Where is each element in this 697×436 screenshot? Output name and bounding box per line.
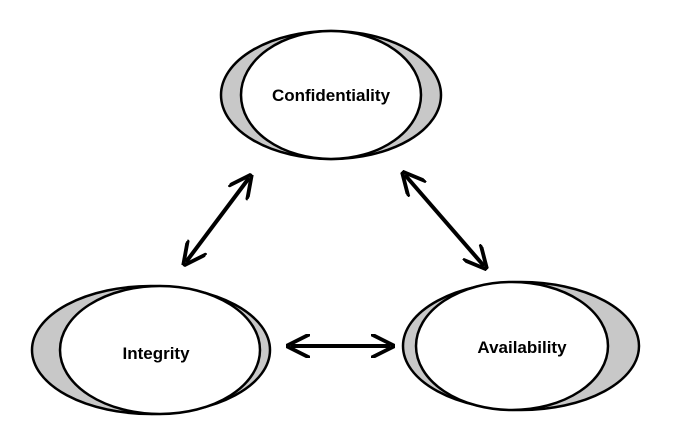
node-confidentiality: Confidentiality (219, 29, 443, 161)
confidentiality-label: Confidentiality (272, 86, 391, 105)
arrow-confidentiality-availability (405, 175, 484, 266)
availability-inner-ellipse (414, 280, 610, 412)
node-availability: Availability (401, 280, 641, 412)
confidentiality-inner-ellipse (239, 29, 423, 161)
node-integrity: Integrity (30, 284, 272, 416)
arrow-confidentiality-integrity (186, 178, 249, 262)
availability-label: Availability (477, 338, 567, 357)
integrity-inner-ellipse (58, 284, 262, 416)
integrity-label: Integrity (122, 344, 190, 363)
